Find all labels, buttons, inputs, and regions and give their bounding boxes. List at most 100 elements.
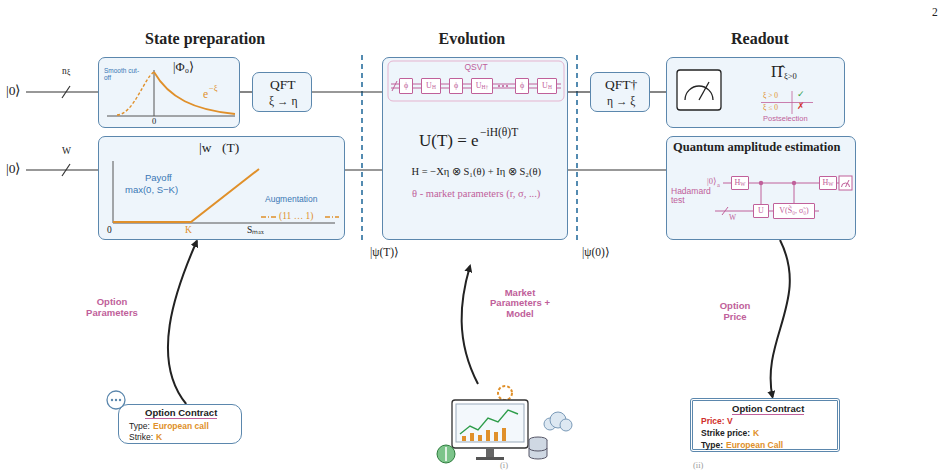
box-text: QFT† [605,78,637,93]
box-text: Augmentation [265,195,317,204]
box-text: Quantum amplitude estimation [673,141,840,155]
box-text: Π̂ [771,63,783,81]
stage-separator [362,55,577,242]
measurement-icon [667,58,846,129]
page-label: (ii) [693,461,703,470]
gate-label: U [426,82,432,90]
box-text: European Call [726,441,783,450]
box-text: W [729,214,736,222]
box-text: ξ > 0 [763,92,778,100]
gate-label: U [542,82,548,90]
unitary-gate: U [753,204,769,218]
wire-line [568,169,666,170]
box-text: U(T) = e [419,132,479,151]
box-text: e [203,88,208,101]
gate-label: W [828,182,833,188]
box-text: H = −Xη ⊗ S₁(θ) + Iη ⊗ S₂(θ) [412,166,541,178]
gate-label: W [740,182,745,188]
box-text: Hadamard test [671,187,711,206]
gate-label: ϕ [404,82,408,90]
box-text: θ - market parameters (r, σ, ...) [412,188,540,200]
input-wire [26,86,98,176]
box-text: ✗ [797,102,805,111]
flow-arrow [771,240,790,397]
box-text: QFT [270,78,296,93]
phase-gate: ϕ [449,78,463,94]
gate-label: U [758,207,764,215]
flow-arrow [168,241,197,404]
wire-line [312,91,382,92]
page-label: |0⟩ [6,84,20,99]
gate-label: H [735,179,741,187]
box-text: Smooth cut-off [104,67,140,81]
wire-line [650,91,666,92]
page-label: Evolution [439,30,506,48]
wire-line [345,169,382,170]
box-text: Option Contract [145,408,217,419]
gate-label: V(S̃₀, σ̃₀) [779,207,808,215]
payoff-gate: V(S̃₀, σ̃₀) [773,203,815,219]
page-label: Readout [731,30,789,48]
box-text: 0 [152,117,156,126]
page-label: ξ [67,69,70,77]
page-label: n [62,66,67,76]
box-text: Option Contract [732,404,804,415]
page-label: |ψ(T)⟩ [370,246,399,259]
box-text: ξ>0 [784,72,797,81]
gate-label: H [548,85,552,91]
box-text: Payoff [145,173,172,183]
state-box: |Φ₀⟩ Smooth cut-off e−ξ 0 [98,57,240,128]
box-text: Postselection [763,115,808,123]
contract-bubble: Option ContractType:European callStrike:… [118,404,242,444]
unitary-gate: UH† [471,78,493,94]
box-text: ✓ [797,90,805,99]
edge-label: Option Parameters [80,296,144,320]
box-text: ξ → η [269,95,297,108]
box-text: Strike price: [701,429,750,438]
box-text: Type: [701,441,723,450]
page-label: W [62,146,71,156]
box-text: −iH(θ)T [480,126,518,139]
box-text: K [185,225,192,235]
box-text: |w⃗(T)⟩ [199,141,250,156]
wire-line [240,91,252,92]
unitary-gate: UH [421,78,441,94]
evolution-box: QSVT U(T) = e−iH(θ)T H = −Xη ⊗ S₁(θ) + Iη … [382,57,568,240]
market-arrow [462,266,478,384]
box-text: K [753,429,759,438]
box-text: Sₘₐₓ [247,225,264,235]
gate-label: H† [482,85,489,91]
gate-label: H [823,179,829,187]
box-text: Type: [129,422,150,431]
gate-label: ϕ [454,82,458,90]
amplitude-box: Quantum amplitude estimationHadamard tes… [666,136,856,240]
phase-gate: ϕ [515,78,529,94]
gate-label: ϕ [520,82,524,90]
qft-box: QFT†η → ξ [590,72,650,112]
box-text: QSVT [465,63,488,72]
wire-line [568,91,590,92]
page-label: 2 [932,6,938,19]
box-text: Strike: [129,433,153,442]
box-text: K [156,433,162,442]
result-box: Option ContractPrice: V Strike price:K Typ… [690,398,840,452]
box-text: 0 [107,225,112,235]
box-text: |0⟩ [707,177,717,186]
gate-label: H [432,85,436,91]
phase-gate: ϕ [399,78,413,94]
box-text: Price: V [701,417,733,426]
box-text: European call [153,422,209,431]
hadamard-gate: HW [819,176,837,190]
qft-box: QFT ξ → η [252,72,312,112]
hadamard-gate: HW [731,176,749,190]
box-text: ξ ≤ 0 [763,104,778,112]
page-label: (i) [500,461,508,470]
page-label: Market Parameters + Model [487,288,553,319]
computer-illustration [437,386,572,463]
box-text: max(0, S−K) [125,185,178,195]
box-text: |Φ₀⟩ [173,61,194,75]
box-text: −ξ [209,84,218,93]
gate-label: U [476,82,482,90]
page-label: |ψ(0)⟩ [582,246,610,259]
